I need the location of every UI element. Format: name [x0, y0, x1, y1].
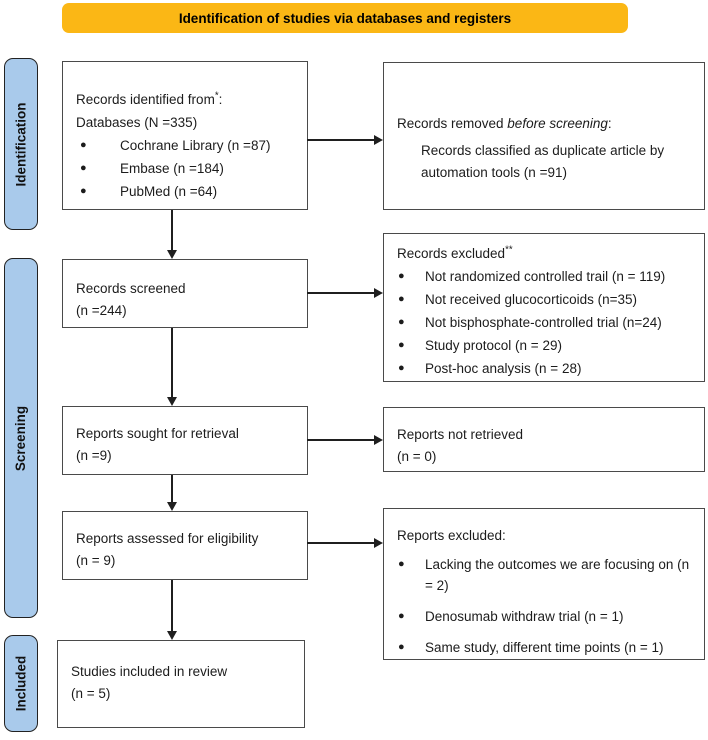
box-studies-included: Studies included in review (n = 5): [57, 640, 305, 728]
exclusion-reason: Same study, different time points (n = 1…: [425, 640, 664, 655]
records-excluded-title: Records excluded**: [397, 242, 700, 265]
footnote-asterisk: *: [214, 90, 219, 102]
box-reports-sought: Reports sought for retrieval (n =9): [62, 406, 308, 475]
list-item: ● Cochrane Library (n =87): [76, 134, 301, 157]
list-item: ● Denosumab withdraw trial (n = 1): [397, 606, 700, 627]
arrow-right-icon: [374, 135, 383, 145]
list-item: ● Same study, different time points (n =…: [397, 637, 700, 658]
records-removed-title-italic: before screening: [507, 116, 608, 131]
bullet-icon: ●: [80, 162, 87, 174]
arrow-line: [307, 439, 374, 441]
reports-not-retrieved-title: Reports not retrieved: [397, 427, 524, 442]
arrow-line: [307, 139, 374, 141]
database-embase: Embase (n =184): [120, 161, 224, 176]
stage-identification: Identification: [4, 58, 38, 230]
records-removed-title: Records removed before screening:: [397, 113, 692, 135]
bullet-icon: ●: [80, 139, 87, 151]
arrow-down-icon: [167, 502, 177, 511]
arrow-line: [307, 292, 374, 294]
list-item: ● Not bisphosphate-controlled trial (n=2…: [397, 311, 700, 334]
records-screened-count: (n =244): [76, 303, 127, 318]
box-records-identified: Records identified from*: Databases (N =…: [62, 61, 308, 210]
exclusion-reason: Lacking the outcomes we are focusing on …: [425, 557, 690, 593]
records-identified-title: Records identified from*:: [76, 88, 301, 111]
studies-included-title: Studies included in review: [71, 664, 228, 679]
records-removed-title-text: Records removed: [397, 116, 508, 131]
reports-sought-count: (n =9): [76, 448, 112, 463]
reports-not-retrieved-count: (n = 0): [397, 449, 437, 464]
arrow-line: [307, 542, 374, 544]
records-identified-title-colon: :: [218, 92, 223, 107]
records-excluded-title-text: Records excluded: [397, 246, 506, 261]
arrow-right-icon: [374, 288, 383, 298]
bullet-icon: ●: [398, 362, 405, 374]
bullet-icon: ●: [398, 339, 405, 351]
bullet-icon: ●: [398, 316, 405, 328]
database-cochrane: Cochrane Library (n =87): [120, 138, 271, 153]
list-item: ● Lacking the outcomes we are focusing o…: [397, 554, 700, 596]
databases-count: Databases (N =335): [76, 115, 198, 130]
list-item: ● Study protocol (n = 29): [397, 334, 700, 357]
reports-assessed-count: (n = 9): [76, 553, 116, 568]
box-records-screened: Records screened (n =244): [62, 259, 308, 328]
list-item: ● Embase (n =184): [76, 157, 301, 180]
box-reports-assessed: Reports assessed for eligibility (n = 9): [62, 511, 308, 580]
bullet-icon: ●: [398, 610, 405, 622]
arrow-down-icon: [167, 631, 177, 640]
exclusion-reason: Not randomized controlled trail (n = 119…: [425, 269, 666, 284]
exclusion-reason: Post-hoc analysis (n = 28): [425, 361, 582, 376]
stage-screening-label: Screening: [13, 405, 29, 471]
records-removed-title-colon: :: [607, 116, 612, 131]
arrow-down-icon: [167, 397, 177, 406]
bullet-icon: ●: [398, 293, 405, 305]
studies-included-count: (n = 5): [71, 686, 111, 701]
arrow-down-icon: [167, 250, 177, 259]
list-item: ● PubMed (n =64): [76, 180, 301, 203]
exclusion-reason: Denosumab withdraw trial (n = 1): [425, 609, 624, 624]
reports-assessed-title: Reports assessed for eligibility: [76, 531, 259, 546]
list-item: ● Post-hoc analysis (n = 28): [397, 357, 700, 380]
banner-label: Identification of studies via databases …: [178, 10, 512, 26]
arrow-line: [171, 580, 173, 631]
reports-excluded-title: Reports excluded:: [397, 528, 506, 543]
arrow-line: [171, 210, 173, 250]
bullet-icon: ●: [398, 558, 405, 570]
box-reports-excluded: Reports excluded: ● Lacking the outcomes…: [383, 508, 705, 660]
exclusion-reason: Study protocol (n = 29): [425, 338, 562, 353]
reports-sought-title: Reports sought for retrieval: [76, 426, 239, 441]
arrow-line: [171, 328, 173, 397]
bullet-icon: ●: [398, 641, 405, 653]
bullet-icon: ●: [398, 270, 405, 282]
arrow-right-icon: [374, 538, 383, 548]
exclusion-reason: Not bisphosphate-controlled trial (n=24): [425, 315, 662, 330]
records-removed-detail: Records classified as duplicate article …: [421, 143, 665, 180]
records-screened-title: Records screened: [76, 281, 186, 296]
bullet-icon: ●: [80, 185, 87, 197]
exclusion-reason: Not received glucocorticoids (n=35): [425, 292, 637, 307]
stage-included: Included: [4, 635, 38, 732]
box-records-excluded: Records excluded** ● Not randomized cont…: [383, 233, 705, 382]
footnote-double-asterisk: **: [505, 244, 513, 256]
arrow-right-icon: [374, 435, 383, 445]
stage-screening: Screening: [4, 258, 38, 618]
stage-identification-label: Identification: [13, 102, 29, 186]
database-pubmed: PubMed (n =64): [120, 184, 218, 199]
box-reports-not-retrieved: Reports not retrieved (n = 0): [383, 407, 705, 472]
list-item: ● Not received glucocorticoids (n=35): [397, 288, 700, 311]
records-identified-title-text: Records identified from: [76, 92, 215, 107]
box-records-removed: Records removed before screening: Record…: [383, 62, 705, 210]
banner: Identification of studies via databases …: [62, 3, 628, 33]
arrow-line: [171, 475, 173, 502]
list-item: ● Not randomized controlled trail (n = 1…: [397, 265, 700, 288]
stage-included-label: Included: [13, 655, 29, 712]
